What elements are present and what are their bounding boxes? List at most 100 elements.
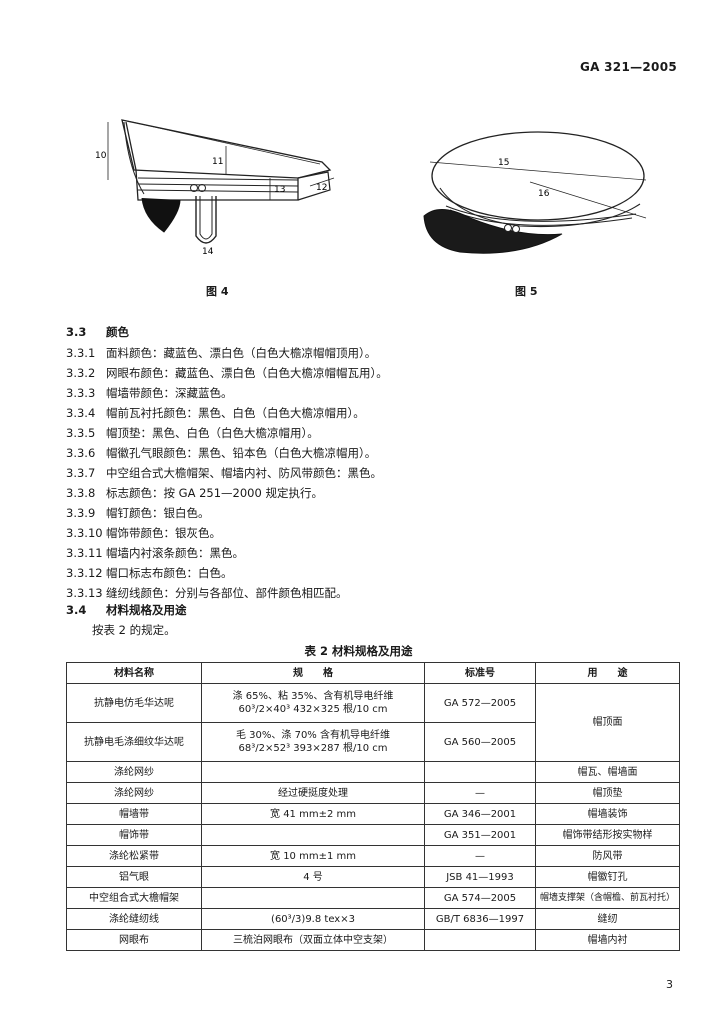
cell-name: 抗静电仿毛华达呢: [66, 683, 202, 723]
dim-label-15: 15: [498, 158, 509, 168]
cell-spec: 4 号: [201, 866, 425, 888]
cell-spec: (60³/3)9.8 tex×3: [201, 908, 425, 930]
cell-standard: —: [424, 782, 536, 804]
col-header-standard: 标准号: [424, 662, 536, 684]
color-item-number: 3.3.2: [66, 366, 96, 380]
cell-use: 防风带: [535, 845, 680, 867]
color-item-number: 3.3.10: [66, 526, 103, 540]
figure-5-caption: 图 5: [515, 285, 538, 298]
color-item-number: 3.3.3: [66, 386, 96, 400]
cell-use: 帽徽钉孔: [535, 866, 680, 888]
color-item: 3.3.1 面料颜色：藏蓝色、漂白色（白色大檐凉帽帽顶用）。: [66, 345, 376, 362]
cell-spec: 宽 41 mm±2 mm: [201, 803, 425, 825]
dim-label-14: 14: [202, 247, 214, 257]
color-item-number: 3.3.1: [66, 346, 96, 360]
cell-name: 帽墙带: [66, 803, 202, 825]
table-caption: 表 2 材料规格及用途: [304, 644, 413, 658]
cell-use: 帽墙装饰: [535, 803, 680, 825]
table-header-row: 材料名称 规 格 标准号 用 途: [66, 662, 680, 684]
section-material-text: 按表 2 的规定。: [92, 623, 176, 637]
table-row: 中空组合式大檐帽架 GA 574—2005 帽墙支撑架（含帽檐、前瓦衬托）: [66, 887, 680, 909]
table-row: 帽饰带 GA 351—2001 帽饰带结形按实物样: [66, 824, 680, 846]
cell-use: 帽顶面: [535, 683, 680, 762]
color-item-number: 3.3.12: [66, 566, 103, 580]
table-row: 涤纶缝纫线 (60³/3)9.8 tex×3 GB/T 6836—1997 缝纫: [66, 908, 680, 930]
cap-visor: [141, 197, 181, 233]
color-item: 3.3.6 帽徽孔气眼颜色：黑色、铅本色（白色大檐凉帽用）。: [66, 445, 376, 462]
cell-use: 帽饰带结形按实物样: [535, 824, 680, 846]
cell-use: 帽墙支撑架（含帽檐、前瓦衬托）: [535, 887, 680, 909]
cell-name: 帽饰带: [66, 824, 202, 846]
color-item: 3.3.3 帽墙带颜色：深藏蓝色。: [66, 385, 233, 402]
cell-name: 涤纶缝纫线: [66, 908, 202, 930]
color-item-text: 缝纫线颜色：分别与各部位、部件颜色相匹配。: [106, 586, 348, 600]
cell-use: 缝纫: [535, 908, 680, 930]
dim-label-16: 16: [538, 189, 550, 199]
color-item-text: 帽钉颜色：银白色。: [106, 506, 210, 520]
cell-spec: 毛 30%、涤 70% 含有机导电纤维 68³/2×52³ 393×287 根/…: [201, 722, 425, 762]
color-item-text: 帽前瓦衬托颜色：黑色、白色（白色大檐凉帽用）。: [106, 406, 365, 420]
color-item-number: 3.3.6: [66, 446, 96, 460]
color-item-number: 3.3.13: [66, 586, 103, 600]
cell-name: 中空组合式大檐帽架: [66, 887, 202, 909]
table-row: 网眼布 三梳泊网眼布（双面立体中空支架） 帽墙内衬: [66, 929, 680, 951]
color-item-text: 帽口标志布颜色：白色。: [106, 566, 233, 580]
color-item-number: 3.3.7: [66, 466, 96, 480]
dim-label-11: 11: [212, 157, 223, 167]
cell-spec: 宽 10 mm±1 mm: [201, 845, 425, 867]
cell-spec: [201, 824, 425, 846]
cap-crown: [431, 131, 645, 221]
cell-spec: 三梳泊网眼布（双面立体中空支架）: [201, 929, 425, 951]
col-header-name: 材料名称: [66, 662, 202, 684]
table-row: 涤纶松紧带 宽 10 mm±1 mm — 防风带: [66, 845, 680, 867]
chin-strap: [195, 196, 217, 244]
color-item-text: 帽顶垫：黑色、白色（白色大檐凉帽用）。: [106, 426, 319, 440]
table-row: 涤纶网纱 帽瓦、帽墙面: [66, 761, 680, 783]
materials-table: 材料名称 规 格 标准号 用 途 抗静电仿毛华达呢 涤 65%、粘 35%、含有…: [66, 662, 680, 951]
color-item-number: 3.3.8: [66, 486, 96, 500]
col-header-spec: 规 格: [201, 662, 425, 684]
cap-crown: [121, 119, 332, 179]
cell-use: 帽顶垫: [535, 782, 680, 804]
cell-standard: [424, 929, 536, 951]
cell-name: 网眼布: [66, 929, 202, 951]
color-item-text: 帽徽孔气眼颜色：黑色、铅本色（白色大檐凉帽用）。: [106, 446, 377, 460]
table-row: 帽墙带 宽 41 mm±2 mm GA 346—2001 帽墙装饰: [66, 803, 680, 825]
cell-standard: [424, 761, 536, 783]
cell-standard: GA 351—2001: [424, 824, 536, 846]
color-item-text: 面料颜色：藏蓝色、漂白色（白色大檐凉帽帽顶用）。: [106, 346, 377, 360]
cell-use: 帽墙内衬: [535, 929, 680, 951]
cell-use: 帽瓦、帽墙面: [535, 761, 680, 783]
table-row: 抗静电仿毛华达呢 涤 65%、粘 35%、含有机导电纤维 60³/2×40³ 4…: [66, 683, 680, 762]
cap-visor: [423, 209, 563, 254]
table-row: 涤纶网纱 经过硬挺度处理 — 帽顶垫: [66, 782, 680, 804]
cell-spec: [201, 887, 425, 909]
color-item-text: 帽饰带颜色：银灰色。: [106, 526, 221, 540]
figure-4-cap-side-view: 10 11 13 12 14: [95, 119, 335, 257]
cell-standard: JSB 41—1993: [424, 866, 536, 888]
table-row: 铝气眼 4 号 JSB 41—1993 帽徽钉孔: [66, 866, 680, 888]
cell-standard: GA 574—2005: [424, 887, 536, 909]
cell-standard: GA 346—2001: [424, 803, 536, 825]
cell-name: 抗静电毛涤细纹华达呢: [66, 722, 202, 762]
color-item-text: 帽墙带颜色：深藏蓝色。: [106, 386, 233, 400]
cap-wall: [125, 121, 299, 201]
figure-4-caption: 图 4: [206, 285, 229, 298]
dim-label-10: 10: [95, 151, 107, 161]
color-item-text: 帽墙内衬滚条颜色：黑色。: [106, 546, 244, 560]
figure-5-cap-perspective-view: 15 16: [423, 131, 647, 254]
cell-spec: 涤 65%、粘 35%、含有机导电纤维 60³/2×40³ 432×325 根/…: [201, 683, 425, 723]
dim-label-13: 13: [274, 185, 285, 195]
standard-code: GA 321—2005: [579, 60, 677, 74]
